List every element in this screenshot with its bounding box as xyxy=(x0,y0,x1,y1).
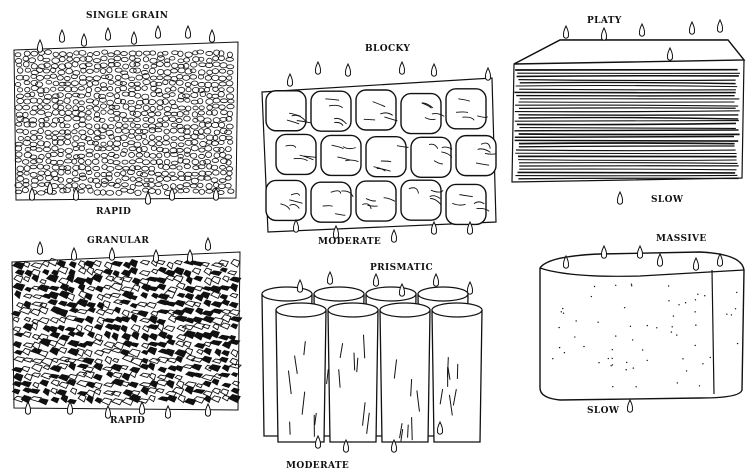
water-drop-icon xyxy=(206,238,211,250)
massive-illustration xyxy=(540,252,744,400)
granular-title: GRANULAR xyxy=(87,236,149,246)
water-drop-icon xyxy=(392,230,397,242)
water-drop-icon xyxy=(400,62,405,74)
granular-drainage: RAPID xyxy=(110,416,145,426)
single-grain-drainage: RAPID xyxy=(96,207,131,217)
massive-drainage: SLOW xyxy=(587,406,619,416)
water-drop-icon xyxy=(156,26,161,38)
water-drop-icon xyxy=(38,242,43,254)
water-drop-icon xyxy=(564,26,569,38)
water-drop-icon xyxy=(628,400,633,412)
water-drop-icon xyxy=(72,248,77,260)
blocky-title: BLOCKY xyxy=(365,44,410,54)
water-drop-icon xyxy=(298,280,303,292)
water-drop-icon xyxy=(316,62,321,74)
single-grain-illustration xyxy=(14,42,238,200)
water-drop-icon xyxy=(689,22,694,34)
water-drop-icon xyxy=(468,282,473,294)
water-drop-icon xyxy=(105,28,110,40)
prismatic-drainage: MODERATE xyxy=(286,461,349,471)
water-drop-icon xyxy=(638,246,643,258)
water-drop-icon xyxy=(618,192,623,204)
water-drop-icon xyxy=(434,274,439,286)
platy-illustration xyxy=(512,40,744,182)
water-drop-icon xyxy=(154,250,159,262)
blocky-illustration xyxy=(262,78,496,232)
water-drop-icon xyxy=(346,64,351,76)
water-drop-icon xyxy=(640,24,645,36)
platy-title: PLATY xyxy=(587,16,622,26)
water-drop-icon xyxy=(210,30,215,42)
massive-title: MASSIVE xyxy=(656,234,707,244)
blocky-drainage: MODERATE xyxy=(318,237,381,247)
water-drop-icon xyxy=(188,250,193,262)
water-drop-icon xyxy=(601,246,606,258)
water-drop-icon xyxy=(132,32,137,44)
prismatic-title: PRISMATIC xyxy=(370,263,433,273)
water-drop-icon xyxy=(602,28,607,40)
water-drop-icon xyxy=(718,20,723,32)
water-drop-icon xyxy=(374,274,379,286)
water-drop-icon xyxy=(328,272,333,284)
water-drop-icon xyxy=(432,64,437,76)
granular-illustration xyxy=(12,252,242,410)
single-grain-title: SINGLE GRAIN xyxy=(86,11,168,21)
water-drop-icon xyxy=(110,248,115,260)
water-drop-icon xyxy=(82,34,87,46)
water-drop-icon xyxy=(400,284,405,296)
water-drop-icon xyxy=(38,40,43,52)
platy-drainage: SLOW xyxy=(651,195,683,205)
water-drop-icon xyxy=(186,26,191,38)
water-drop-icon xyxy=(59,30,64,42)
water-drop-icon xyxy=(288,74,293,86)
prismatic-illustration xyxy=(262,287,482,442)
water-drop-icon xyxy=(486,68,491,80)
